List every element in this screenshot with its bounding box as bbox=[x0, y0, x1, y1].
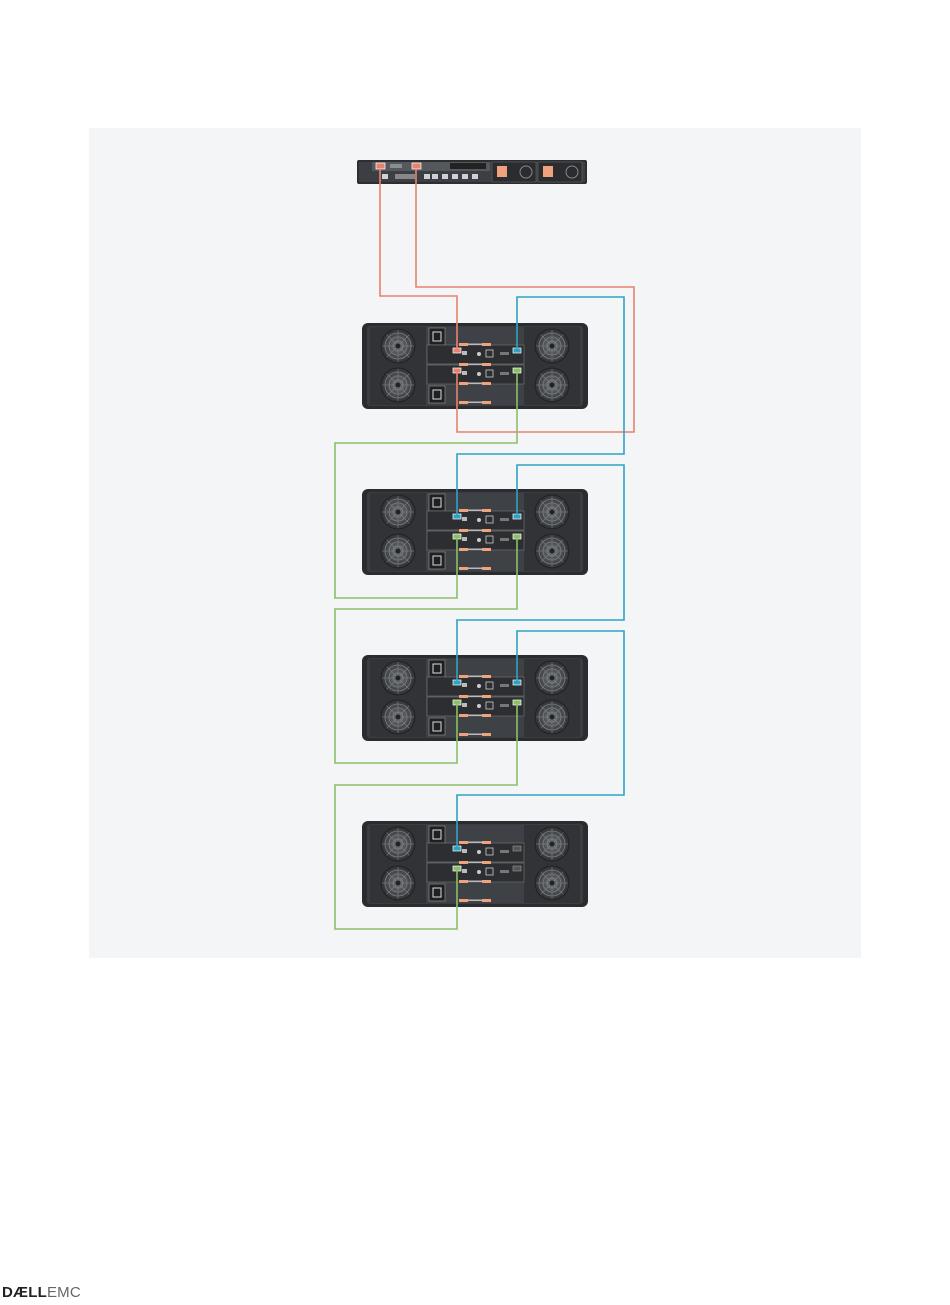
power-socket bbox=[429, 826, 445, 843]
fan-icon bbox=[535, 495, 569, 529]
fan-icon bbox=[381, 495, 415, 529]
server-port-1[interactable] bbox=[376, 163, 385, 169]
fan-icon bbox=[381, 368, 415, 402]
power-socket bbox=[429, 660, 445, 677]
power-socket bbox=[429, 386, 445, 403]
fan-icon bbox=[381, 827, 415, 861]
fan-icon bbox=[535, 368, 569, 402]
storage-enclosure-4 bbox=[362, 821, 588, 907]
controller-module-1 bbox=[427, 677, 524, 696]
power-socket bbox=[429, 884, 445, 901]
fan-icon bbox=[381, 700, 415, 734]
logo-brand: DÆLL bbox=[2, 1284, 47, 1301]
controller-module-2 bbox=[427, 365, 524, 384]
logo-sub: EMC bbox=[47, 1284, 81, 1301]
storage-enclosure-1 bbox=[362, 323, 588, 409]
controller-module-1 bbox=[427, 843, 524, 862]
controller-module-1 bbox=[427, 345, 524, 364]
controller-module-2 bbox=[427, 863, 524, 882]
storage-enclosure-3 bbox=[362, 655, 588, 741]
fan-icon bbox=[535, 827, 569, 861]
fan-icon bbox=[535, 866, 569, 900]
power-socket bbox=[429, 552, 445, 569]
fan-icon bbox=[381, 534, 415, 568]
fan-icon bbox=[535, 661, 569, 695]
power-socket bbox=[429, 718, 445, 735]
controller-module-1 bbox=[427, 511, 524, 530]
storage-enclosure-2 bbox=[362, 489, 588, 575]
power-socket bbox=[429, 328, 445, 345]
dell-emc-logo: DÆLLEMC bbox=[2, 1284, 81, 1304]
controller-module-2 bbox=[427, 531, 524, 550]
fan-icon bbox=[381, 866, 415, 900]
fan-icon bbox=[535, 329, 569, 363]
fan-icon bbox=[381, 329, 415, 363]
power-socket bbox=[429, 494, 445, 511]
controller-module-2 bbox=[427, 697, 524, 716]
fan-icon bbox=[535, 534, 569, 568]
fan-icon bbox=[535, 700, 569, 734]
server-port-2[interactable] bbox=[412, 163, 421, 169]
fan-icon bbox=[381, 661, 415, 695]
server-1u bbox=[357, 160, 587, 184]
